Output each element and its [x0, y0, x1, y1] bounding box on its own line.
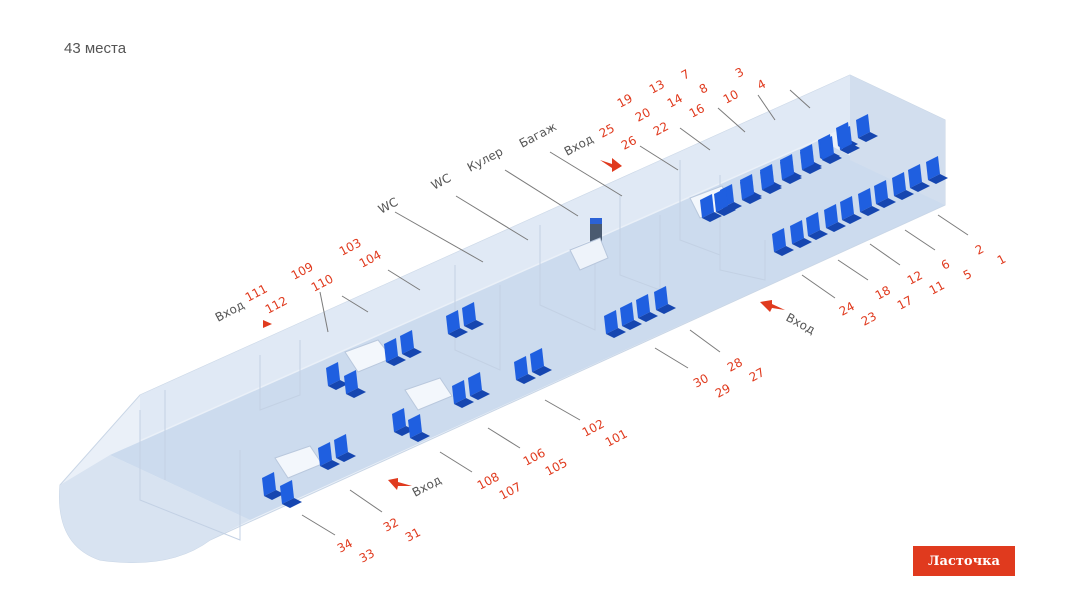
seat-number: 18 — [873, 283, 893, 303]
zone-label-wc: WC — [429, 171, 453, 193]
entrance-arrow-icon — [388, 478, 412, 490]
seat-icon — [780, 156, 802, 184]
seat-count-label: 43 места — [64, 40, 127, 57]
seat-icon — [280, 480, 302, 508]
seat-icon — [468, 372, 490, 400]
seat-icon — [636, 294, 658, 322]
seat-number: 112 — [263, 294, 290, 317]
seat-icon — [874, 180, 896, 208]
seat-number: 34 — [335, 536, 355, 556]
seat-number: 33 — [357, 546, 377, 566]
seat-icon — [452, 380, 474, 408]
seat-icon — [446, 310, 468, 338]
seat-icon — [926, 156, 948, 184]
zone-label-luggage: Багаж — [517, 119, 559, 150]
seat-number: 28 — [725, 355, 745, 375]
seat-number: 103 — [337, 236, 364, 259]
seat-icon — [700, 194, 722, 222]
seat-number: 29 — [713, 381, 733, 401]
seat-icon — [344, 370, 366, 398]
seat-number: 104 — [357, 248, 384, 271]
seat-icon — [462, 302, 484, 330]
seat-icon — [514, 356, 536, 384]
entrance-arrows — [249, 158, 785, 490]
seat-icon — [760, 166, 782, 194]
seat-number: 109 — [289, 260, 316, 283]
seat-number: 31 — [403, 525, 423, 545]
seat-number: 22 — [651, 119, 671, 139]
zone-label-entrance: Вход — [784, 310, 818, 337]
seat-icon — [820, 136, 842, 164]
seat-number: 20 — [633, 105, 653, 125]
seat-icon — [740, 176, 762, 204]
zone-label-entrance: Вход — [562, 132, 596, 159]
seat-icon — [714, 188, 736, 216]
seat-number: 105 — [543, 456, 570, 479]
seat-number: 17 — [895, 293, 915, 313]
seat-icon — [908, 164, 930, 192]
seat-icon — [800, 146, 822, 174]
seat-number: 7 — [679, 67, 692, 83]
seat-icon — [620, 302, 642, 330]
seat-number: 30 — [691, 371, 711, 391]
seat-number: 8 — [697, 81, 710, 97]
seat-number: 6 — [939, 257, 952, 273]
seat-number: 13 — [647, 77, 667, 97]
seat-number: 107 — [497, 480, 524, 503]
seat-icon — [838, 126, 860, 154]
seat-number: 1 — [995, 252, 1008, 268]
seat-number: 110 — [309, 272, 336, 295]
seat-icon — [604, 310, 626, 338]
seat-icon — [772, 228, 794, 256]
seat-number: 12 — [905, 268, 925, 288]
seat-number: 24 — [837, 299, 857, 319]
zone-label-cooler: Кулер — [465, 144, 505, 174]
seat-icon — [806, 212, 828, 240]
entrance-arrow-icon — [249, 318, 272, 328]
seat-icon — [408, 414, 430, 442]
entrance-arrow-icon — [600, 158, 622, 172]
zone-label-entrance: Вход — [213, 298, 247, 325]
seat-icon — [654, 286, 676, 314]
seat-number: 3 — [733, 65, 746, 81]
brand-badge: Ласточка — [913, 546, 1015, 576]
seat-number: 23 — [859, 309, 879, 329]
seat-number: 19 — [615, 91, 635, 111]
seat-number: 102 — [580, 417, 607, 440]
entrance-arrow-icon — [760, 300, 785, 312]
seat-icon — [858, 188, 880, 216]
seat-icon — [530, 348, 552, 376]
seat-icon — [318, 442, 340, 470]
seat-number: 14 — [665, 91, 685, 111]
seat-number: 32 — [381, 515, 401, 535]
seat-numbers: 19 13 7 3 20 14 8 4 16 10 25 22 26 111 1… — [243, 65, 1008, 566]
seat-number: 10 — [721, 87, 741, 107]
partitions — [139, 160, 766, 541]
seat-icon — [262, 472, 284, 500]
zone-label-entrance: Вход — [410, 473, 444, 500]
seat-icon — [334, 434, 356, 462]
seat-number: 26 — [619, 133, 639, 153]
seat-number: 101 — [603, 427, 630, 450]
seat-number: 2 — [973, 242, 986, 258]
seat-number: 4 — [755, 77, 768, 93]
seat-number: 27 — [747, 365, 767, 385]
seat-icon — [892, 172, 914, 200]
seats — [262, 114, 948, 508]
seat-number: 111 — [243, 282, 270, 305]
seat-icon — [824, 204, 846, 232]
seat-icon — [326, 362, 348, 390]
seat-icon — [856, 114, 878, 142]
seat-icon — [790, 220, 812, 248]
seat-number: 25 — [597, 121, 617, 141]
seat-icon — [384, 338, 406, 366]
seat-icon — [400, 330, 422, 358]
leader-lines — [301, 89, 969, 536]
cooler-unit — [569, 218, 609, 271]
seat-icon — [840, 196, 862, 224]
seat-number: 16 — [687, 101, 707, 121]
seat-number: 5 — [961, 267, 974, 283]
seat-number: 11 — [927, 278, 947, 298]
